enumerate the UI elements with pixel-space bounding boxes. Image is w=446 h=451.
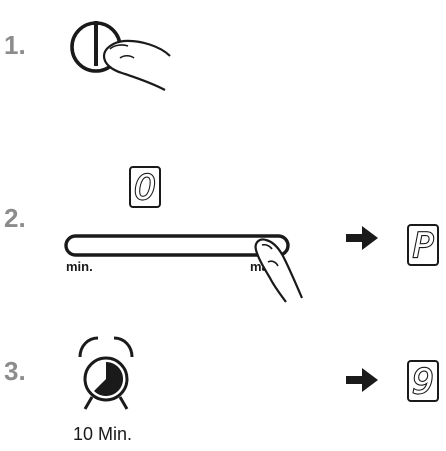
slider-min-label: min. xyxy=(66,259,93,274)
finger-pressing-icon xyxy=(102,39,171,91)
step-2: 0 2. min. max P xyxy=(4,166,439,303)
step-1-number: 1. xyxy=(4,30,26,60)
alarm-clock-icon[interactable] xyxy=(78,336,134,410)
step-3: 3. 10 Min. 9 xyxy=(4,336,439,444)
step-1: 1. xyxy=(4,21,171,91)
finger-pressing-icon xyxy=(254,238,304,303)
step-3-number: 3. xyxy=(4,356,26,386)
display-before-char: 0 xyxy=(134,168,156,208)
arrow-right-icon xyxy=(346,368,378,392)
display-before: 0 xyxy=(129,166,161,209)
display-result-char: 9 xyxy=(412,362,434,402)
display-after-char: P xyxy=(413,226,434,266)
timer-caption: 10 Min. xyxy=(73,424,132,444)
display-after: P xyxy=(407,224,439,267)
arrow-right-icon xyxy=(346,226,378,250)
display-result: 9 xyxy=(407,360,439,403)
slider-track[interactable] xyxy=(64,234,290,257)
step-2-number: 2. xyxy=(4,203,26,233)
